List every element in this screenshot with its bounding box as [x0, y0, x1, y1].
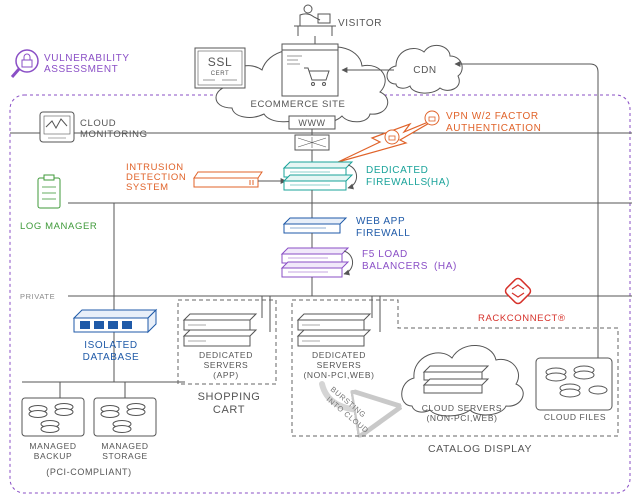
isolated-db-label-2: DATABASE: [83, 352, 140, 363]
cloud-servers-label-2: (NON-PCI,WEB): [426, 413, 497, 423]
rackconnect-icon: [504, 277, 532, 305]
ded-app-label-2: SERVERS: [204, 360, 249, 370]
lb-label-2: BALANCERS: [362, 261, 428, 272]
cloud-server-stack-icon: [422, 365, 490, 394]
storage-label-1: MANAGED: [101, 441, 148, 451]
ids-label-3: SYSTEM: [126, 182, 169, 193]
ded-app-label-1: DEDICATED: [199, 350, 253, 360]
waf-label-2: FIREWALL: [356, 228, 410, 239]
ded-app-label-3: (APP): [213, 370, 239, 380]
cloud-files-label: CLOUD FILES: [544, 412, 606, 422]
cloud-files-to-cdn-line: [454, 61, 599, 358]
cloud-monitoring-label-2: MONITORING: [80, 129, 148, 140]
backup-disks-icon: [28, 403, 74, 433]
lb-label-1: F5 LOAD: [362, 249, 408, 260]
firewall-appliance-icon: [282, 161, 354, 191]
private-label: PRIVATE: [20, 292, 55, 301]
isolated-db-label-1: ISOLATED: [84, 340, 138, 351]
pci-compliant-label: (PCI-COMPLIANT): [46, 467, 132, 477]
web-server-icon: [296, 313, 372, 347]
load-balancer-icon: [280, 247, 350, 278]
ded-web-label-1: DEDICATED: [312, 350, 366, 360]
cloud-files-disks-icon: [545, 365, 608, 398]
router-icon: [294, 134, 330, 151]
firewalls-label-1: DEDICATED: [366, 165, 428, 176]
vpn-label-2: AUTHENTICATION: [446, 123, 541, 134]
waf-label-1: WEB APP: [356, 216, 405, 227]
storefront-window-icon: [281, 43, 339, 97]
app-server-icon: [182, 313, 258, 347]
ded-web-label-2: SERVERS: [317, 360, 362, 370]
bursting-arrow: [319, 381, 392, 410]
storage-disks-icon: [100, 403, 146, 433]
vpn-label-1: VPN W/2 FACTOR: [446, 111, 539, 122]
backup-label-1: MANAGED: [29, 441, 76, 451]
cert-label: CERT: [211, 71, 230, 77]
visitor-icon: [294, 4, 336, 36]
catalog-display-label: CATALOG DISPLAY: [428, 443, 532, 455]
ssl-cert-icon: [194, 47, 246, 89]
rackconnect-label: RACKCONNECT®: [478, 313, 566, 324]
cloud-monitoring-label-1: CLOUD: [80, 118, 116, 129]
shopping-cart-boundary: [177, 299, 277, 385]
ids-label-2: DETECTION: [126, 172, 186, 183]
storage-label-2: STORAGE: [102, 451, 148, 461]
firewalls-label-2: FIREWALLS: [366, 177, 428, 188]
ids-appliance-icon: [193, 171, 263, 188]
vulnerability-label-2: ASSESSMENT: [44, 64, 118, 75]
ssl-label: SSL: [208, 55, 232, 69]
magnifier-lock-icon: [10, 49, 39, 78]
isolated-database-icon: [72, 308, 158, 334]
lb-ha-label: (HA): [434, 261, 457, 272]
backup-label-2: BACKUP: [34, 451, 73, 461]
clipboard-icon: [37, 174, 61, 209]
cdn-label: CDN: [413, 65, 436, 76]
vulnerability-label-1: VULNERABILITY: [44, 53, 130, 64]
log-manager-label: LOG MANAGER: [20, 221, 97, 232]
firewalls-ha-label: (HA): [427, 177, 450, 188]
catalog-display-boundary: [291, 299, 619, 437]
visitor-label: VISITOR: [338, 18, 382, 29]
shopping-cart-label-1: SHOPPING: [198, 391, 261, 403]
monitor-icon: [39, 111, 75, 143]
vpn-lightning-icon: [337, 110, 440, 163]
shopping-cart-label-2: CART: [213, 404, 245, 416]
www-label: WWW: [298, 118, 325, 128]
ecommerce-site-label: ECOMMERCE SITE: [251, 99, 346, 110]
cloud-servers-label-1: CLOUD SERVERS: [422, 403, 502, 413]
ded-web-label-3: (NON-PCI,WEB): [303, 370, 374, 380]
waf-appliance-icon: [282, 217, 348, 234]
ids-label-1: INTRUSION: [126, 162, 184, 173]
